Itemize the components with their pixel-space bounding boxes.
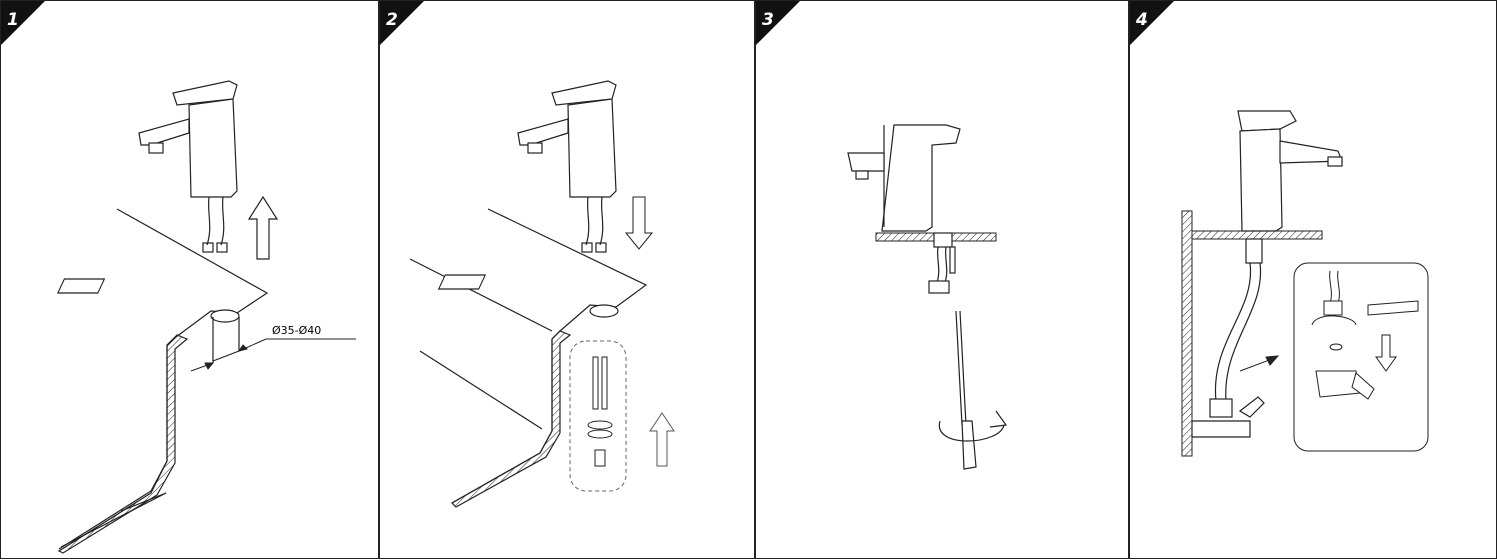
step-4-badge: 4 [1130, 1, 1174, 45]
mounting-parts-group [569, 340, 627, 492]
up-arrow [247, 195, 279, 260]
step-4-illustration [1181, 110, 1429, 457]
step-2-panel: 2 [379, 0, 755, 559]
countertop [56, 208, 269, 554]
wall-section [1181, 210, 1193, 457]
down-arrow [624, 196, 654, 250]
flexible-hose [1214, 238, 1263, 402]
up-arrow [649, 412, 675, 467]
supply-hoses [202, 196, 228, 253]
step-1-badge: 1 [1, 1, 45, 45]
step-3-illustration [847, 124, 1008, 470]
step-2-badge: 2 [380, 1, 424, 45]
supply-hoses [581, 196, 607, 253]
step-2-number: 2 [386, 10, 398, 30]
step-1-panel: Ø35-Ø40 1 [0, 0, 379, 559]
mounting-shank [928, 232, 956, 294]
step-2-illustration [409, 80, 675, 508]
step-3-badge: 3 [756, 1, 800, 45]
step-4-number: 4 [1136, 10, 1148, 30]
countertop [409, 208, 648, 508]
step-3-panel: 3 [755, 0, 1129, 559]
faucet-drawing [1237, 110, 1343, 232]
angle-valve [1191, 396, 1265, 438]
step-1-number: 1 [7, 10, 19, 30]
hole-diameter-label: Ø35-Ø40 [272, 324, 322, 337]
countertop-section [1191, 230, 1323, 240]
step-3-number: 3 [762, 10, 774, 30]
faucet-drawing [517, 80, 617, 198]
faucet-drawing [847, 124, 961, 232]
callout-arrow [1239, 355, 1280, 372]
detail-callout [1293, 262, 1429, 452]
hole-dimension-callout [190, 338, 356, 372]
step-4-panel: 4 [1129, 0, 1497, 559]
faucet-drawing [138, 80, 238, 198]
screwdriver-tool [938, 310, 1008, 470]
step-1-illustration [56, 80, 356, 554]
